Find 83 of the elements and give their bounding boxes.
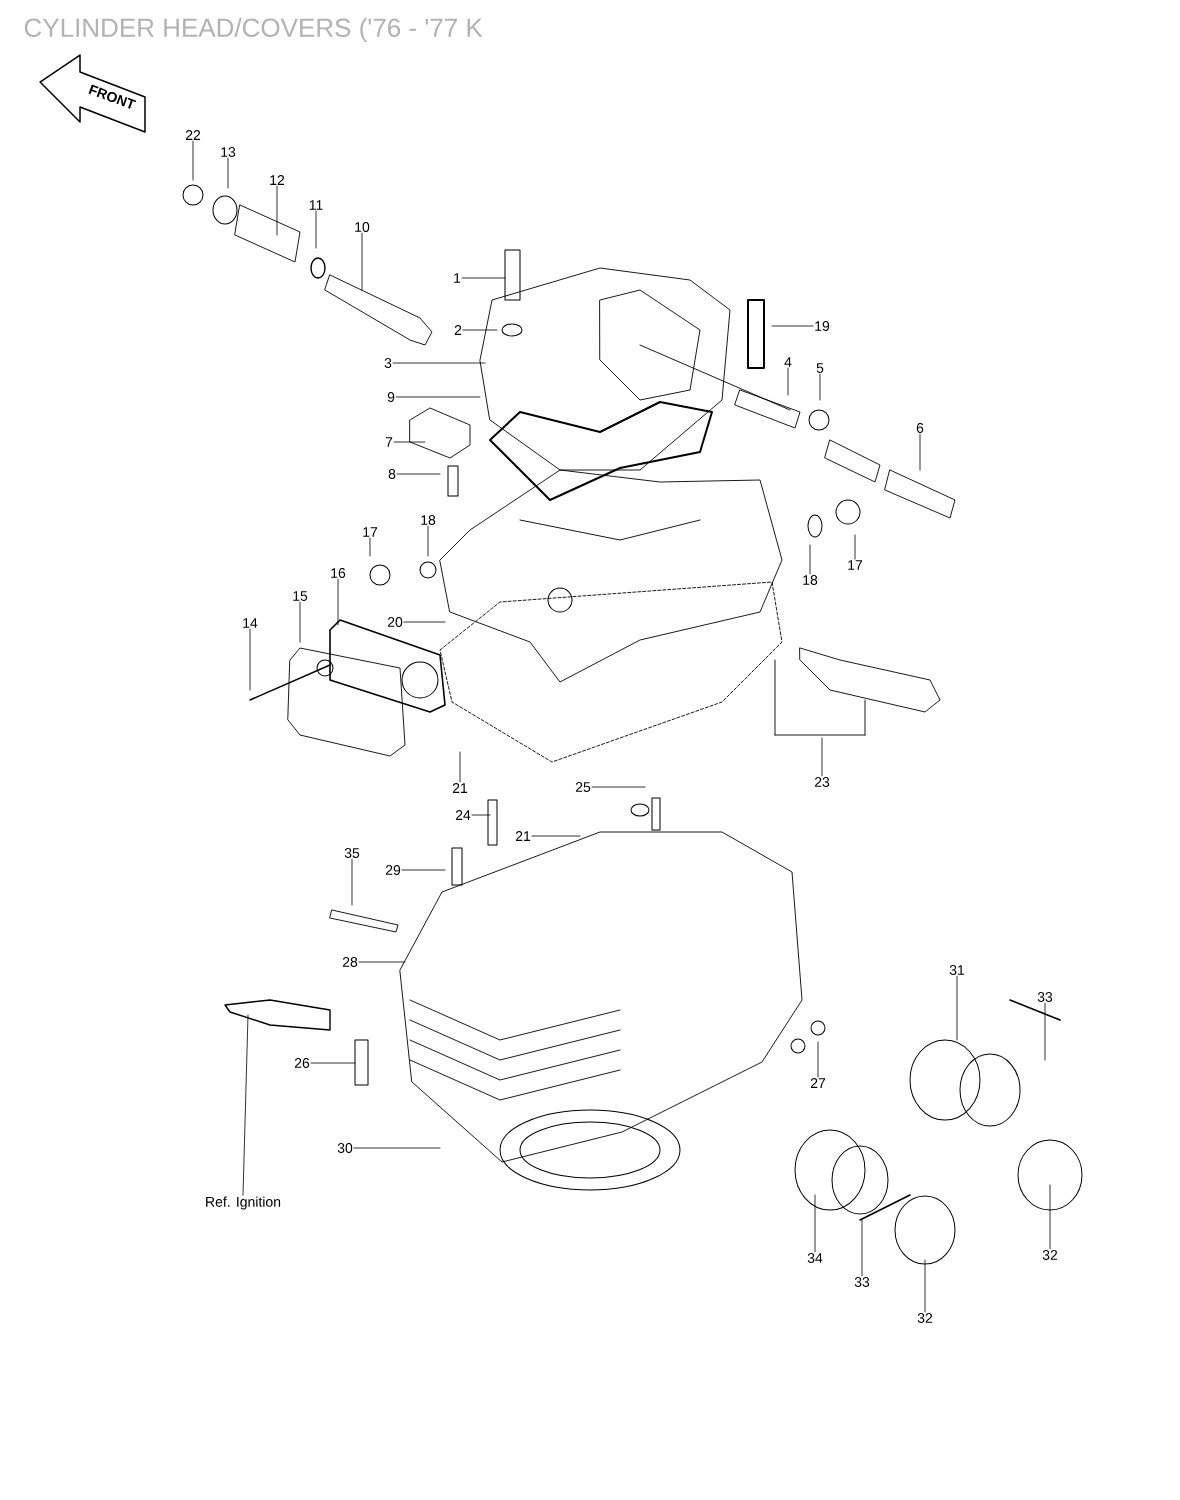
callout-number: 14 [241, 617, 259, 629]
callout-number: 30 [336, 1142, 354, 1154]
leader-line [809, 544, 811, 575]
leader-line [462, 329, 498, 331]
leader-line [361, 232, 363, 291]
leader-line [192, 140, 194, 181]
callout-number: 4 [783, 356, 793, 368]
callout-number: 1 [452, 272, 462, 284]
callout-number: 28 [341, 956, 359, 968]
callout-number: 35 [343, 847, 361, 859]
callout-number: 18 [801, 574, 819, 586]
leader-line [403, 621, 446, 623]
leader-line [351, 858, 353, 906]
leader-line [276, 185, 278, 236]
leader-line [861, 1219, 863, 1277]
callout-number: 25 [574, 781, 592, 793]
leader-line [854, 534, 856, 560]
leader-line [819, 373, 821, 401]
leader-line [459, 751, 461, 783]
callout-number: 19 [813, 320, 831, 332]
leader-line [299, 601, 301, 643]
callout-number: 32 [1041, 1249, 1059, 1261]
leader-line [369, 537, 371, 557]
leader-line [956, 975, 958, 1041]
callout-number: 24 [454, 809, 472, 821]
leader-line [1049, 1184, 1051, 1250]
callout-number: 17 [846, 559, 864, 571]
callout-number: 33 [1036, 991, 1054, 1003]
callout-number: 11 [307, 199, 325, 211]
leader-line [227, 157, 229, 189]
callout-number: 29 [384, 864, 402, 876]
leader-line [401, 869, 446, 871]
callout-number: 15 [291, 590, 309, 602]
leader-line [337, 578, 339, 626]
leader-line [249, 628, 251, 691]
leader-line [531, 835, 581, 837]
leader-line [427, 525, 429, 557]
callout-number: 3 [383, 357, 393, 369]
leader-line [814, 1194, 816, 1253]
callout-number: 34 [806, 1252, 824, 1264]
leader-line [771, 325, 814, 327]
callout-number: 8 [387, 468, 397, 480]
leader-line [821, 737, 823, 777]
leader-line [315, 210, 317, 249]
reference-note: Ref. Ignition [204, 1195, 282, 1211]
leader-line [392, 362, 486, 364]
callout-number: 20 [386, 616, 404, 628]
callout-number: 2 [453, 324, 463, 336]
callout-number: 27 [809, 1077, 827, 1089]
leader-line [358, 961, 406, 963]
callout-number: 21 [451, 782, 469, 794]
leader-line [787, 367, 789, 396]
callout-number: 21 [514, 830, 532, 842]
callout-number: 12 [268, 174, 286, 186]
callout-number: 23 [813, 776, 831, 788]
leader-line [393, 441, 426, 443]
leader-line [591, 786, 646, 788]
callout-number: 16 [329, 567, 347, 579]
callout-number: 31 [948, 964, 966, 976]
leader-line [353, 1147, 441, 1149]
callout-number: 33 [853, 1276, 871, 1288]
callout-number: 7 [384, 436, 394, 448]
leader-line [396, 473, 441, 475]
callout-number: 22 [184, 129, 202, 141]
callout-number: 6 [915, 422, 925, 434]
callout-number: 13 [219, 146, 237, 158]
leader-line [310, 1062, 356, 1064]
callout-number: 18 [419, 514, 437, 526]
leader-line [1044, 1002, 1046, 1061]
callout-number: 17 [361, 526, 379, 538]
leader-line [924, 1259, 926, 1313]
title: CYLINDER HEAD/COVERS ('76 - '77 K [24, 17, 483, 43]
callout-number: 5 [815, 362, 825, 374]
leader-line [395, 396, 481, 398]
leader-line [461, 277, 506, 279]
leader-line [817, 1041, 819, 1078]
leader-line [471, 814, 491, 816]
callout-number: 10 [353, 221, 371, 233]
callout-number: 32 [916, 1312, 934, 1324]
callout-number: 9 [386, 391, 396, 403]
leader-line [242, 1014, 249, 1196]
leader-line [919, 433, 921, 471]
callout-number: 26 [293, 1057, 311, 1069]
